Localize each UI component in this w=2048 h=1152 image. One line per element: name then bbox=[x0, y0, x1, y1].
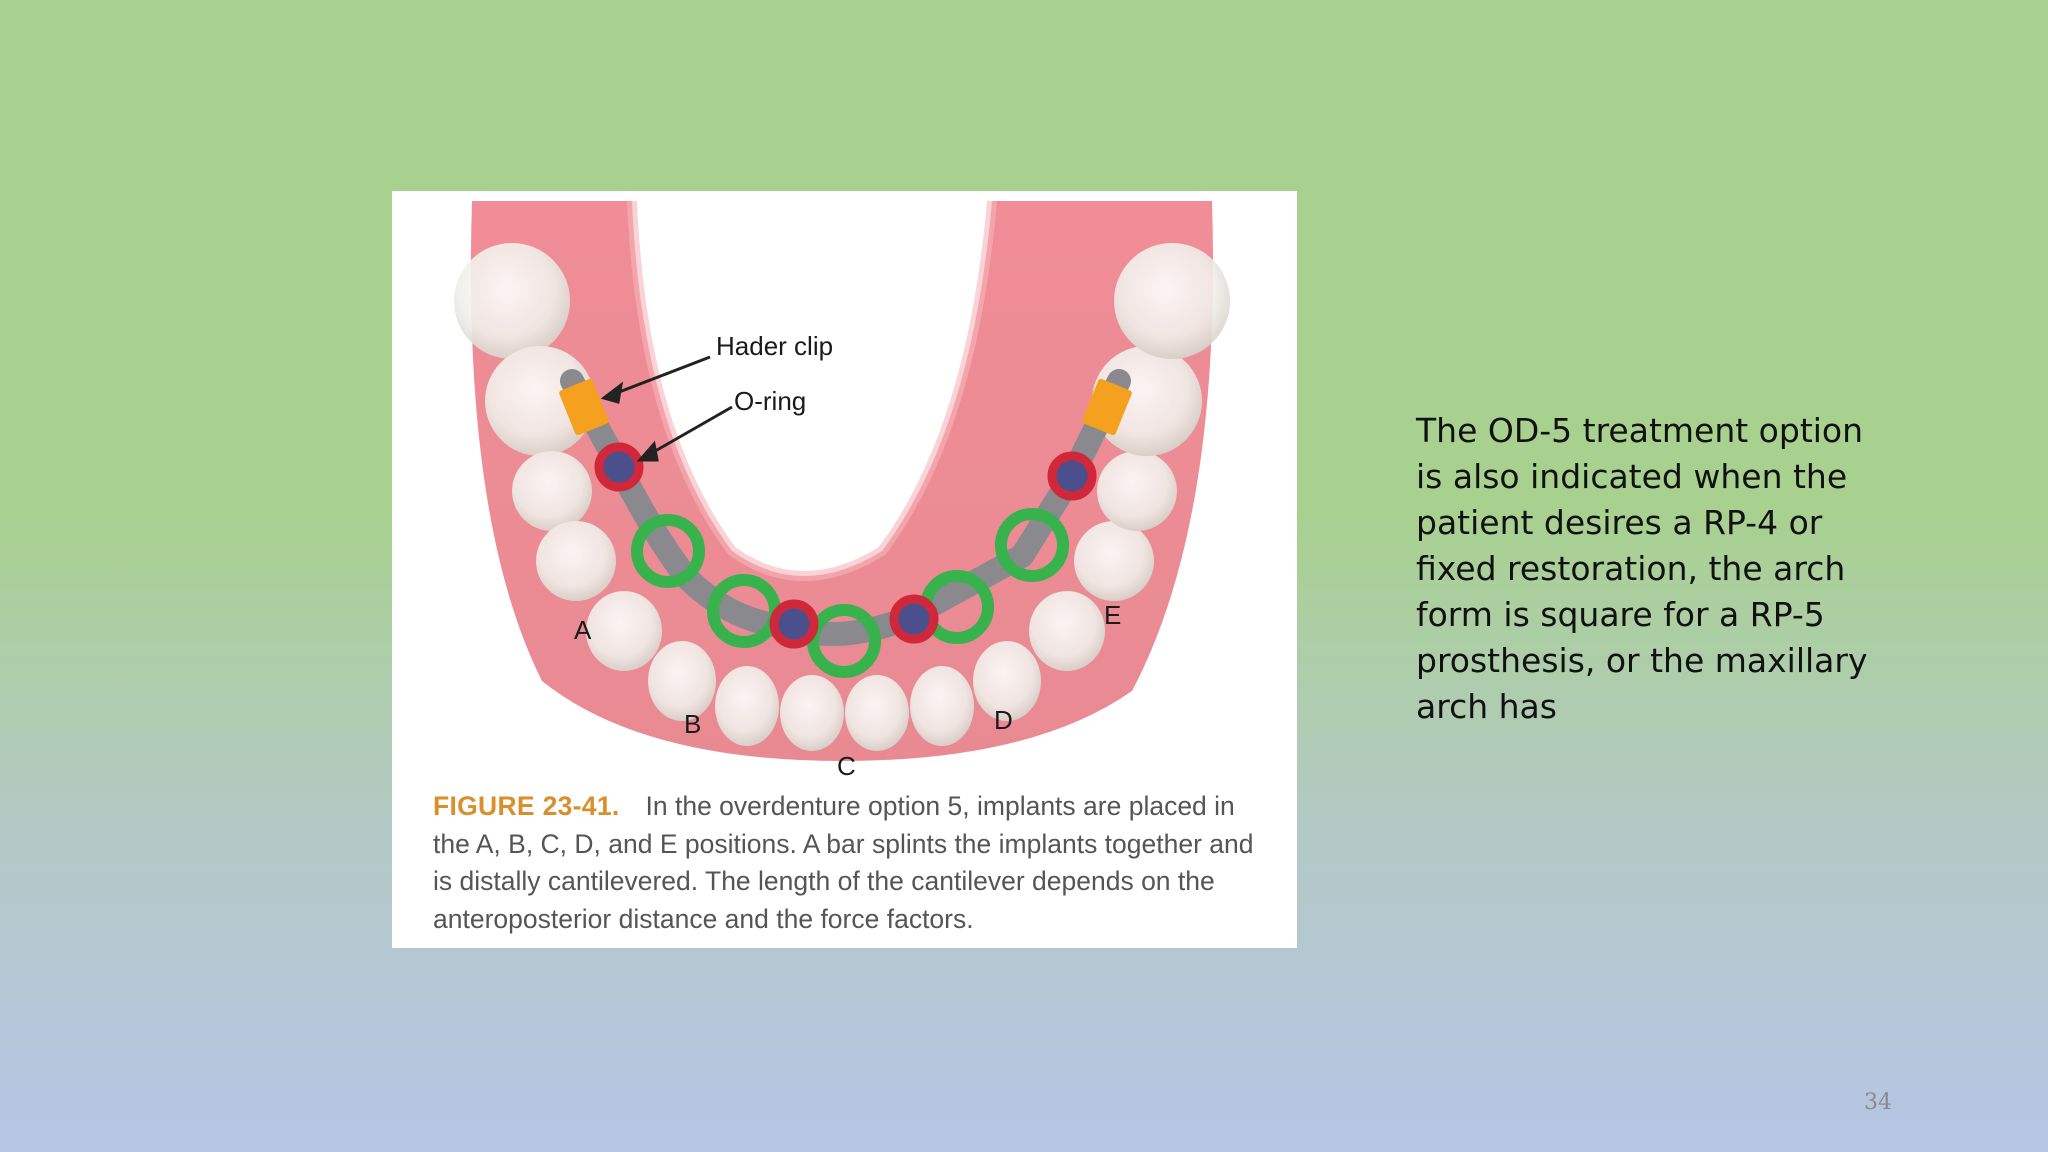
teeth bbox=[454, 243, 1230, 751]
position-label-d: D bbox=[994, 705, 1013, 735]
position-label-b: B bbox=[684, 709, 701, 739]
implant-e bbox=[995, 508, 1069, 582]
position-label-e: E bbox=[1104, 600, 1121, 630]
figure-caption-text: In the overdenture option 5, implants ar… bbox=[433, 791, 1254, 934]
mandibular-arch-diagram: Hader clip O-ring A B C D E bbox=[454, 200, 1230, 781]
implant-c bbox=[807, 604, 881, 678]
o-ring-attachments bbox=[594, 442, 1097, 649]
figure-caption: FIGURE 23-41.In the overdenture option 5… bbox=[433, 788, 1263, 938]
position-label-a: A bbox=[574, 615, 592, 645]
hader-clips bbox=[559, 378, 1132, 436]
hader-clip-label: Hader clip bbox=[716, 331, 833, 361]
figure-number: FIGURE 23-41. bbox=[433, 791, 620, 821]
implant-a bbox=[631, 514, 705, 588]
o-ring-label: O-ring bbox=[734, 386, 806, 416]
callout-arrows bbox=[600, 355, 733, 462]
figure-card: Hader clip O-ring A B C D E FIGURE 23-41… bbox=[392, 191, 1297, 948]
slide-page-number: 34 bbox=[1864, 1090, 1892, 1115]
position-label-c: C bbox=[837, 751, 856, 781]
slide-body-text: The OD-5 treatment option is also indica… bbox=[1416, 411, 1868, 726]
